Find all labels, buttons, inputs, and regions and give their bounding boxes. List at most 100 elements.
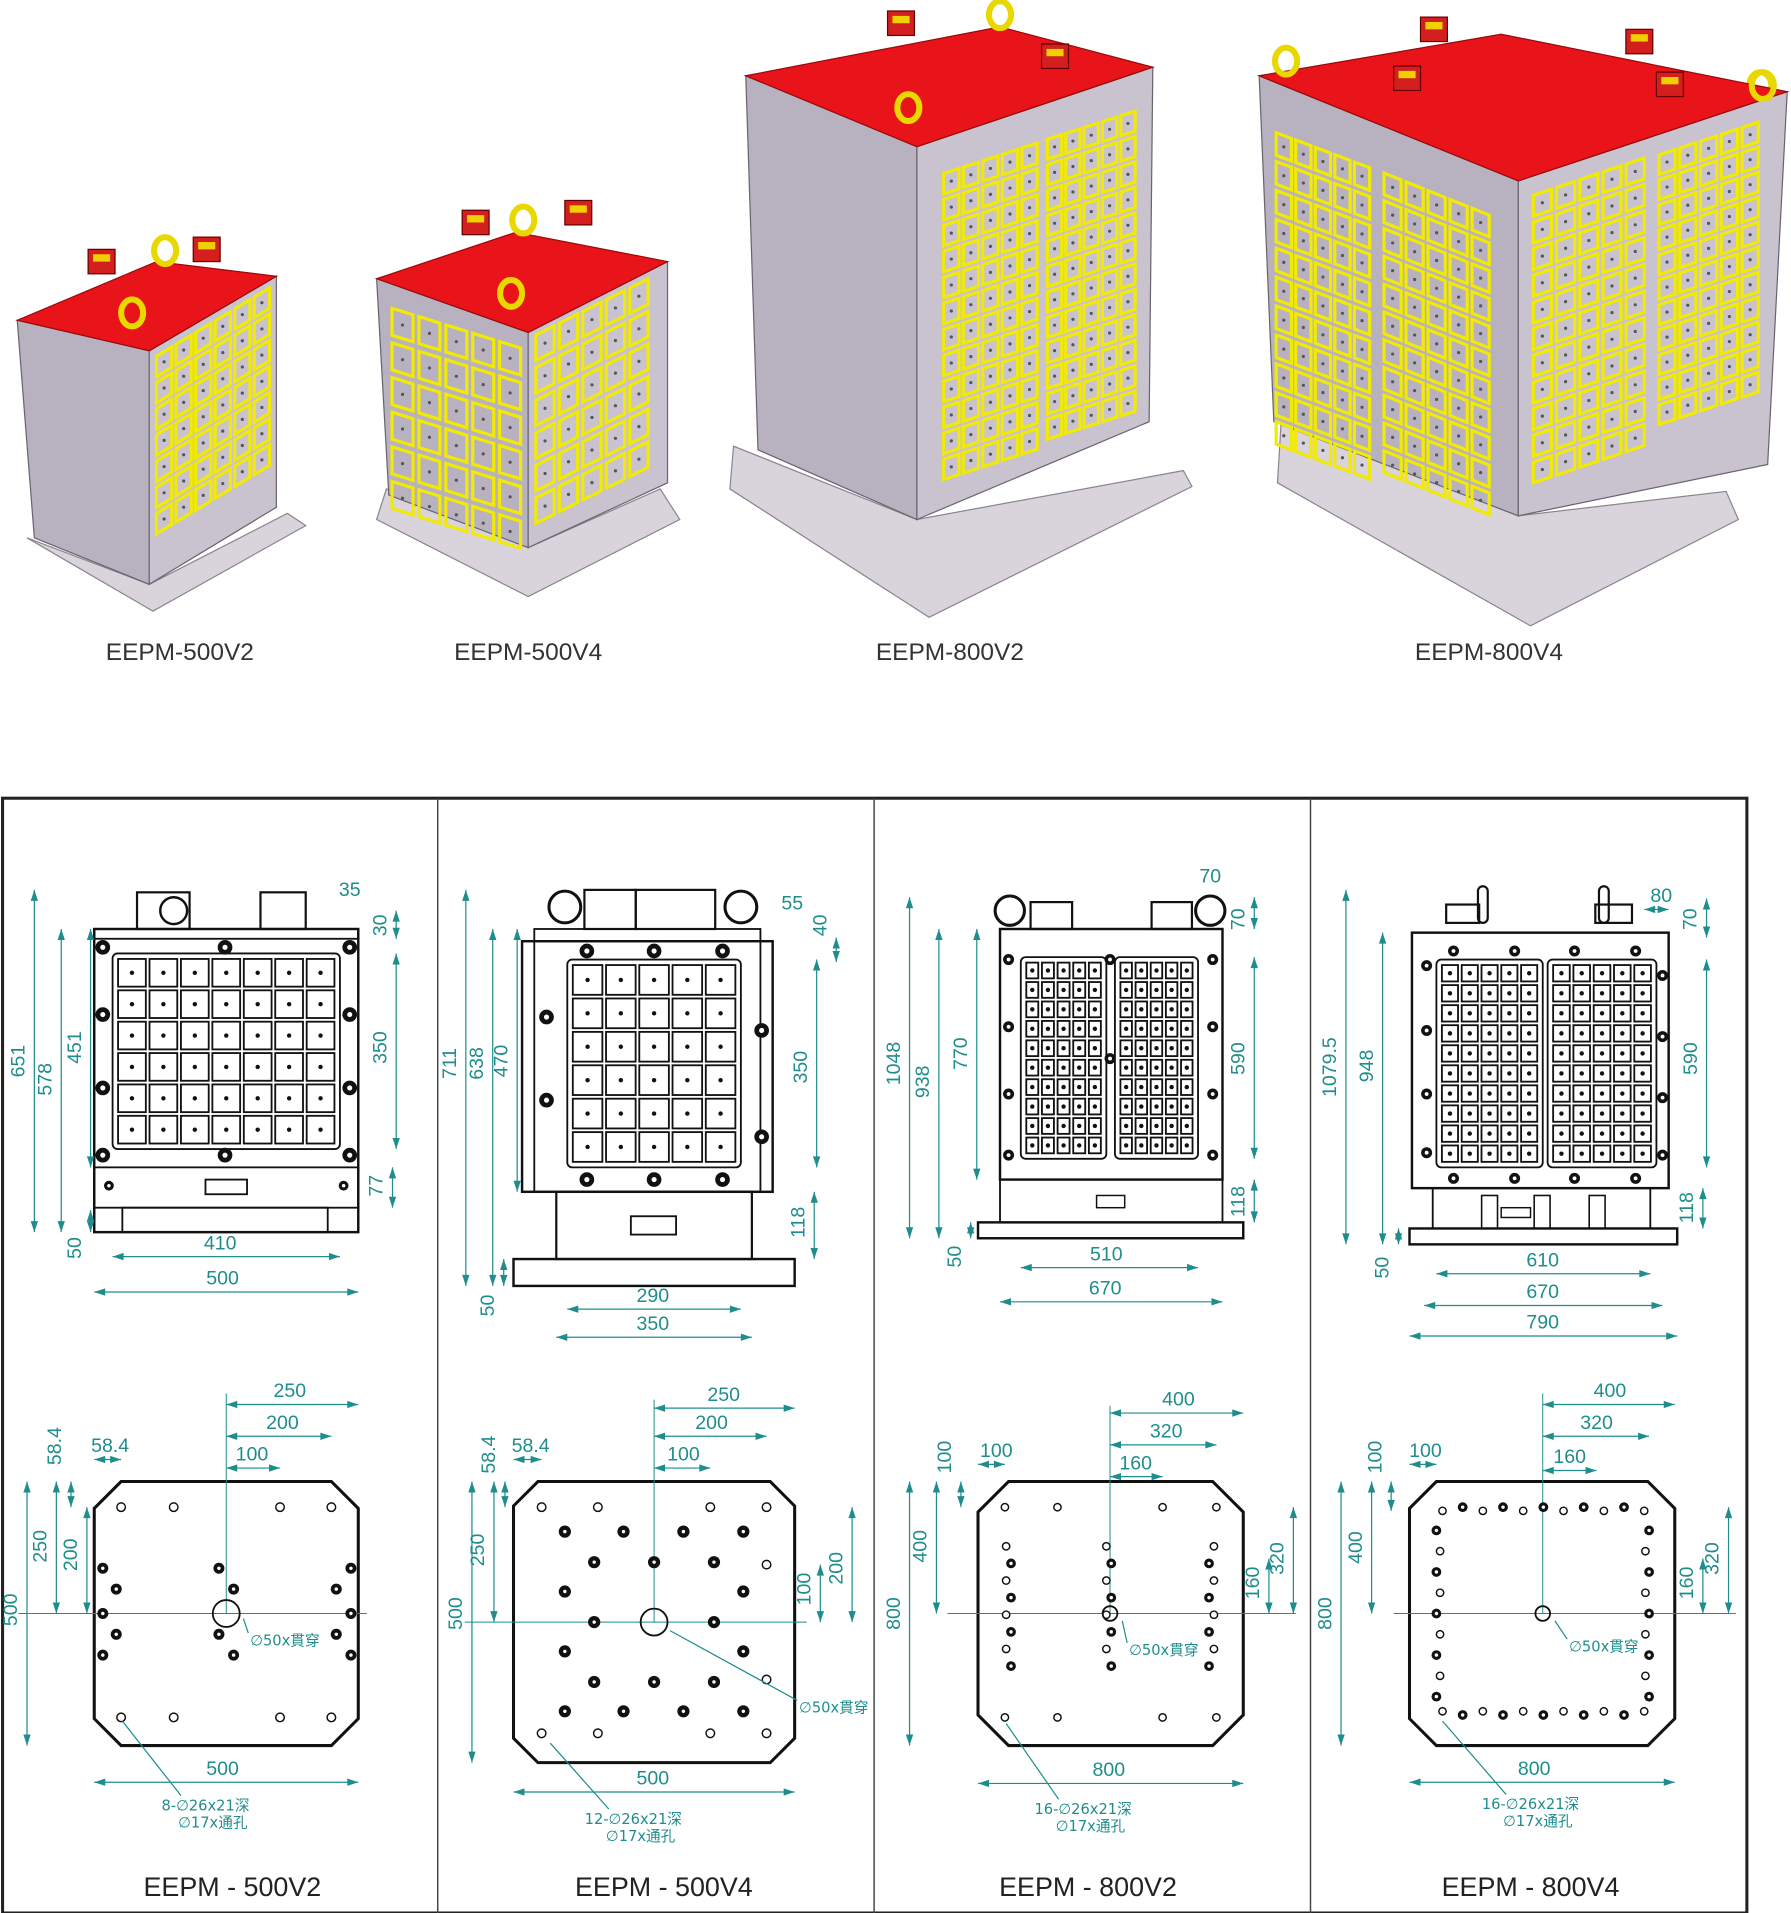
pole-cell [1041,1136,1055,1155]
magnetic-pole-cell [390,306,415,344]
pole-dot [240,339,244,343]
magnetic-pole-cell [1064,203,1082,232]
magnetic-pole-cell [1045,336,1064,366]
dimension-label: 118 [1676,1192,1698,1223]
pole-dot [201,493,205,497]
pole-dot [1123,1084,1129,1090]
bolt-center [759,1134,765,1140]
pole-dot [1563,460,1568,464]
pole-dot [182,479,186,483]
pole-dot [1045,1143,1051,1148]
pole-cell [1460,1104,1479,1123]
magnetic-pole-cell [1000,277,1020,307]
dimension-arrow [86,1156,95,1168]
magnetic-pole-cell [961,185,981,216]
pole-cell [1164,1039,1179,1058]
through-hole [592,1728,603,1739]
through-hole [1599,1706,1609,1716]
pole-dot [1633,169,1637,174]
magnetic-pole-cell [1426,382,1447,417]
dimension-label: 100 [980,1440,1013,1462]
magnetic-pole-cell [628,308,650,349]
pole-cell [117,1083,147,1114]
dimension-label: 400 [1345,1531,1367,1564]
pole-dot [1008,212,1012,216]
pole-dot [1053,399,1057,404]
pole-dot [1633,383,1637,387]
pole-dot [1045,1026,1051,1032]
dimension-arrow [489,928,497,940]
pole-cell [1500,1084,1519,1103]
magnetic-pole-cell [417,349,442,387]
magnetic-pole-cell [1578,224,1600,257]
magnetic-pole-cell [1554,445,1577,478]
bore-callout: ∅50x貫穿 [1569,1638,1638,1655]
pole-dot [1599,991,1605,996]
magnetic-pole-cell [534,421,556,461]
pole-dot [590,481,594,485]
pole-cell [1572,1004,1591,1023]
hole-spec-note: 12-∅26x21深 [585,1811,682,1828]
magnetic-pole-cell [1531,267,1554,299]
through-hole [1435,1629,1445,1639]
through-hole [168,1502,179,1513]
pole-dot [1640,1131,1645,1136]
pole-cell [1072,981,1087,999]
pole-cell [1087,1097,1102,1116]
pole-cell [1072,1117,1087,1135]
pole-dot [1479,220,1483,225]
pole-dot [1413,277,1417,282]
product-render-4: EEPM-800V4 [1256,16,1790,666]
dimension-arrow [993,1460,1005,1469]
pole-dot [255,1033,260,1038]
pole-area [1546,958,1658,1169]
pole-cell [1072,1020,1087,1038]
dimension-label: 160 [1119,1452,1152,1474]
bore-callout: ∅50x貫穿 [1129,1642,1198,1659]
pole-cell [571,1131,604,1163]
magnetic-pole-cell [1678,165,1698,195]
pole-dot [1092,968,1098,973]
pole-dot [1748,258,1752,262]
magnetic-pole-cell [174,489,193,525]
pole-cell [305,958,336,988]
magnetic-pole-cell [581,462,603,503]
pole-cell [242,1052,273,1082]
magnetic-pole-cell [1119,261,1137,291]
pole-dot [1467,991,1472,996]
magnetic-pole-cell [1020,270,1039,301]
dimension-arrow [490,1611,498,1623]
dimension-arrow [52,1481,61,1493]
pole-dot [969,406,973,411]
pole-dot [613,404,618,408]
pole-cell [242,958,273,988]
magnetic-pole-cell [174,332,193,368]
magnetic-pole-cell [498,477,523,516]
magnetic-pole-cell [1601,403,1623,435]
pole-dot [1487,991,1492,996]
base-plate [729,445,1193,618]
pole-dot [1559,1151,1564,1156]
pole-dot [255,970,260,975]
magnetic-pole-cell [1657,222,1677,252]
pole-dot [1053,374,1057,378]
pole-dot [1686,403,1690,407]
pole-cell [1592,1004,1612,1023]
pole-dot [1321,159,1325,164]
pole-dot [400,496,405,500]
magnetic-pole-cell [154,370,174,406]
pole-dot [192,1033,198,1038]
pole-dot [1727,364,1731,369]
pole-cell [1134,981,1148,999]
pole-dot [718,1144,723,1150]
pole-dot [1559,1051,1564,1056]
dimension-arrow [489,1274,497,1286]
dimension-arrow [23,1481,31,1493]
dimension-arrow [1250,1179,1258,1191]
dimension-label: 50 [944,1246,966,1268]
pole-dot [1391,296,1395,301]
dimension-arrow [501,1496,509,1508]
pole-dot [949,465,953,469]
magnetic-pole-cell [213,387,233,423]
pole-dot [590,318,594,322]
